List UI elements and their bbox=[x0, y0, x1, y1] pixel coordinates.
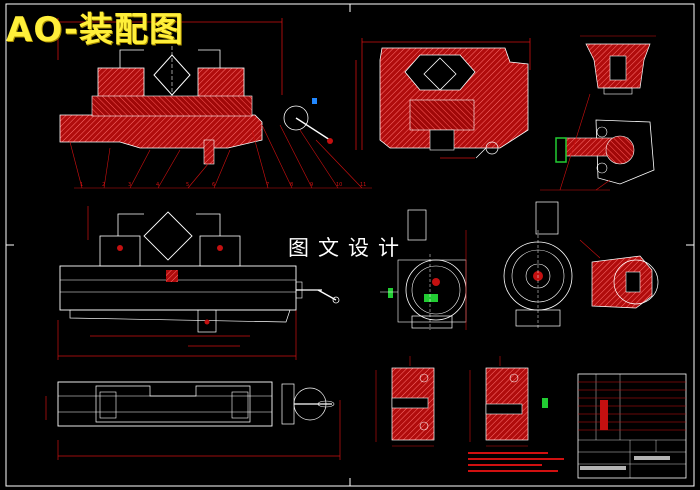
svg-text:1: 1 bbox=[80, 182, 83, 188]
drawing-frame bbox=[5, 3, 695, 487]
bottom-detail-sections bbox=[375, 356, 564, 472]
end-elevation-view bbox=[380, 201, 659, 330]
svg-text:8: 8 bbox=[290, 182, 293, 188]
svg-text:9: 9 bbox=[310, 182, 313, 188]
top-plan-view bbox=[45, 381, 341, 460]
svg-text:2: 2 bbox=[102, 182, 105, 188]
drawing-title: AO-装配图 bbox=[6, 10, 184, 50]
svg-text:10: 10 bbox=[336, 182, 342, 188]
svg-text:4: 4 bbox=[156, 182, 159, 188]
svg-text:3: 3 bbox=[128, 182, 131, 188]
title-block bbox=[577, 373, 687, 479]
svg-text:11: 11 bbox=[360, 182, 366, 188]
svg-text:6: 6 bbox=[212, 182, 215, 188]
detail-views bbox=[540, 35, 656, 191]
front-elevation-view bbox=[57, 206, 340, 360]
front-section-view: 1 2 3 4 5 6 7 8 9 10 11 bbox=[57, 18, 372, 189]
watermark-label: 图文设计 bbox=[288, 236, 408, 260]
svg-text:7: 7 bbox=[266, 182, 269, 188]
side-section-view bbox=[355, 38, 531, 159]
svg-text:5: 5 bbox=[186, 182, 189, 188]
